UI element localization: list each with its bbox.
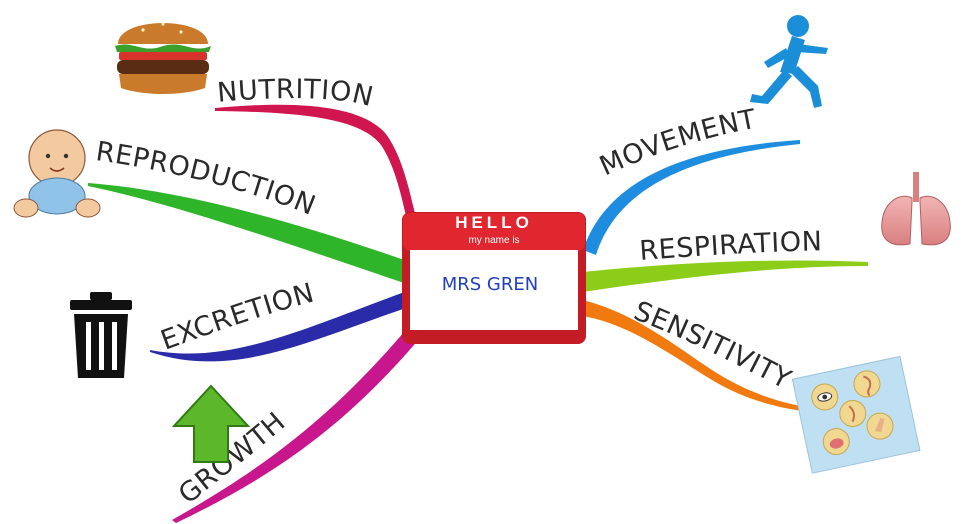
- badge-header: [403, 213, 585, 251]
- growth-branch: [172, 325, 425, 523]
- lungs-icon: [881, 172, 951, 246]
- badge-subtitle: my name is: [468, 235, 519, 246]
- nutrition-branch: [215, 104, 418, 225]
- badge-name-area: [410, 250, 578, 330]
- name-badge: HELLO my name is MRS GREN: [402, 212, 586, 344]
- trash-bin-icon: [70, 292, 132, 378]
- senses-icon: [791, 355, 921, 474]
- burger-icon: [115, 22, 211, 94]
- running-figure-icon: [750, 15, 828, 108]
- movement-branch: [583, 140, 800, 255]
- badge-hello: HELLO: [455, 213, 533, 232]
- sensitivity-branch: [583, 300, 812, 412]
- up-arrow-icon: [171, 384, 251, 463]
- sensitivity-label: SENSITIVITY: [630, 296, 796, 396]
- reproduction-branch: [88, 183, 410, 285]
- baby-icon: [13, 129, 101, 218]
- excretion-branch: [150, 290, 412, 362]
- respiration-branch: [583, 260, 868, 292]
- branch-ribbons: [88, 104, 868, 523]
- badge-name: MRS GREN: [442, 274, 538, 295]
